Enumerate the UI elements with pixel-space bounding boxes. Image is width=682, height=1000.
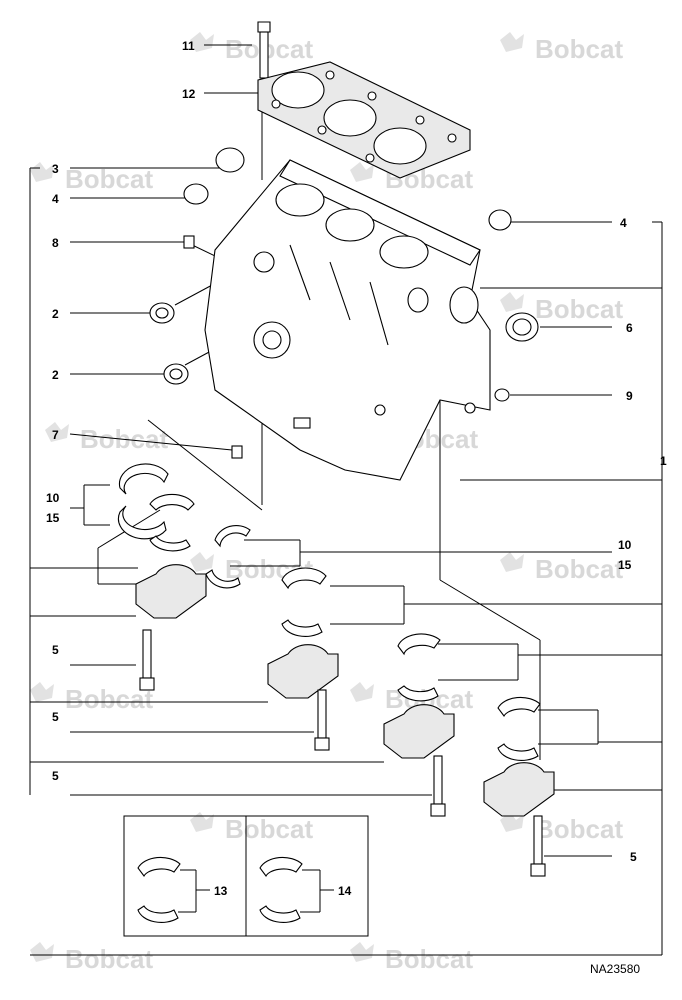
watermark: Bobcat [30,682,153,714]
cylinder-block-1 [204,159,491,481]
callout-11: 11 [182,39,195,53]
watermark: Bobcat [30,942,153,974]
watermark: Bobcat [190,812,313,844]
watermark: Bobcat [30,162,153,194]
callout-7: 7 [52,428,59,442]
callout-4: 4 [52,192,59,206]
bearing-shell-lower-15 [117,505,167,540]
watermark: Bobcat [500,552,623,584]
thrust-washer-10-15 [205,524,251,589]
undersize-bearing-inset [123,815,369,937]
svg-text:Bobcat: Bobcat [385,944,473,974]
watermark: Bobcat [350,942,473,974]
svg-text:Bobcat: Bobcat [535,554,623,584]
oil-seal-2-lower [163,363,189,385]
callout-2: 2 [52,307,59,321]
callout-5: 5 [630,850,637,864]
plug-7 [231,445,243,459]
callout-9: 9 [626,389,633,403]
figure-reference: NA23580 [590,962,640,976]
callout-5: 5 [52,769,59,783]
bearing-cap [135,564,207,619]
svg-text:Bobcat: Bobcat [65,164,153,194]
callout-12: 12 [182,87,196,101]
bearing-shell [497,696,541,761]
bearing-shell-14 [259,856,303,923]
svg-text:Bobcat: Bobcat [535,34,623,64]
bolt-5 [314,689,330,751]
svg-text:Bobcat: Bobcat [225,34,313,64]
callout-15: 15 [46,511,60,525]
callout-6: 6 [626,321,633,335]
watermark: Bobcat [500,292,623,324]
callout-2: 2 [52,368,59,382]
svg-text:Bobcat: Bobcat [225,814,313,844]
watermark: Bobcat [500,812,623,844]
bearing-cap [483,762,555,817]
svg-text:Bobcat: Bobcat [535,814,623,844]
plug-9 [494,388,510,402]
callout-15: 15 [618,558,632,572]
callout-4: 4 [620,216,627,230]
bearing-shell [281,567,327,637]
callout-5: 5 [52,643,59,657]
svg-text:Bobcat: Bobcat [535,294,623,324]
watermark: Bobcat [190,32,313,64]
plug-4-left [183,183,209,205]
callout-3: 3 [52,162,59,176]
bearing-shell [397,633,441,702]
bearing-shell-13 [137,856,181,923]
callout-5: 5 [52,710,59,724]
oil-seal-2-upper [149,302,175,324]
callout-labels: 11 12 3 4 4 8 2 2 6 9 7 1 10 15 10 15 5 … [46,39,667,898]
bushing-6 [505,312,539,342]
bolt-11 [257,21,271,79]
plug-4-right [488,209,512,231]
bearing-cap [267,644,339,699]
watermark: Bobcat [500,32,623,64]
callout-10: 10 [618,538,632,552]
nipple-8 [183,235,195,249]
bearing-cap [383,704,455,759]
bearing-shell [149,493,195,552]
svg-text:Bobcat: Bobcat [65,684,153,714]
callout-14: 14 [338,884,352,898]
callout-13: 13 [214,884,228,898]
bearing-shell-upper-10 [118,463,169,495]
bolt-5 [139,629,155,691]
callout-1: 1 [660,454,667,468]
svg-text:Bobcat: Bobcat [65,944,153,974]
bolt-5 [530,815,546,877]
leader-lines [29,44,663,956]
callout-10: 10 [46,491,60,505]
callout-8: 8 [52,236,59,250]
plug-3 [215,147,245,173]
head-gasket-12 [257,61,471,179]
bolt-5 [430,755,446,817]
